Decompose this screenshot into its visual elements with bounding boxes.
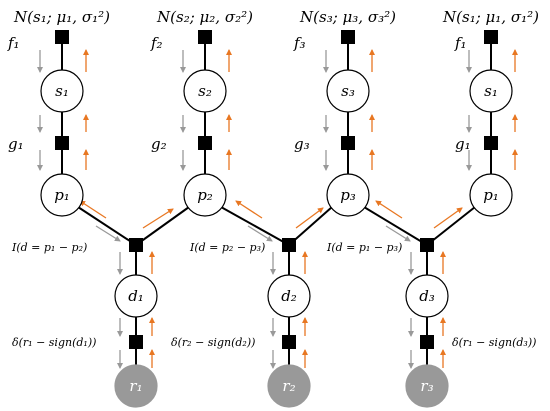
g-label: g₂ [151,135,167,153]
edge-p3-ind3 [363,206,428,246]
skill-node-4 [469,69,513,113]
edge-p2-ind2 [220,206,290,246]
delta-label: δ(r₁ − sign(d₁)) [12,336,96,349]
g-label: g₃ [294,135,310,153]
backward-arrow [142,208,174,229]
result-node-3 [405,364,449,408]
performance-label: p₁ [54,186,70,204]
outcome-factor-1 [129,335,143,349]
skill-node-2 [183,69,227,113]
difference-label: d₁ [128,287,144,305]
skill-label: s₁ [484,82,498,100]
result-node-2 [267,364,311,408]
performance-factor-2 [198,136,212,150]
delta-label: δ(r₂ − sign(d₂)) [171,336,255,349]
difference-node-2 [267,274,311,318]
skill-node-3 [326,69,370,113]
delta-label: δ(r₁ − sign(d₃)) [452,336,536,349]
skill-label: s₃ [341,82,355,100]
skill-node-1 [40,69,84,113]
performance-label: p₁ [483,186,499,204]
backward-arrow [235,200,263,219]
prior-factor-1 [55,30,69,44]
difference-node-1 [114,274,158,318]
prior-label: N(s₃; μ₃, σ₃²) [299,8,396,26]
result-label: r₁ [129,377,142,395]
edge-p3-ind2 [288,206,333,246]
difference-label: d₃ [419,287,435,305]
factor-nodes [55,30,498,349]
indicator-label: I(d = p₂ − p₃) [189,241,265,254]
forward-arrow [95,225,121,242]
variable-nodes [40,69,513,408]
forward-arrow [385,225,411,242]
edge-p1b-ind3 [426,206,476,246]
prior-label: N(s₁; μ₁, σ₁²) [13,8,110,26]
performance-factor-1 [55,136,69,150]
outcome-factor-3 [420,335,434,349]
prior-factor-3 [341,30,355,44]
edge-p2-ind1 [135,206,190,246]
backward-arrow [375,200,403,219]
result-label: r₃ [420,377,433,395]
prior-factor-4 [484,30,498,44]
performance-node-2 [183,173,227,217]
f-label: f₁ [454,34,467,52]
f-label: f₂ [150,34,163,52]
skill-label: s₁ [55,82,69,100]
performance-node-3 [326,173,370,217]
prior-label: N(s₁; μ₁, σ₁²) [442,8,539,26]
performance-label: p₂ [197,186,213,204]
backward-arrow [79,200,107,219]
result-node-1 [114,364,158,408]
indicator-label: I(d = p₁ − p₂) [11,241,87,254]
forward-arrow [247,225,273,242]
f-label: f₁ [7,34,20,52]
g-label: g₁ [455,135,471,153]
backward-arrow [433,207,463,229]
difference-factor-3 [420,238,434,252]
labels: N(s₁; μ₁, σ₁²) N(s₂; μ₂, σ₂²) N(s₃; μ₃, … [7,8,539,395]
skill-label: s₂ [198,82,212,100]
prior-factor-2 [198,30,212,44]
edge-p1-ind1 [77,206,137,246]
performance-factor-3 [341,136,355,150]
g-label: g₁ [8,135,24,153]
result-label: r₂ [282,377,295,395]
backward-arrow [295,207,324,229]
performance-factor-4 [484,136,498,150]
difference-node-3 [405,274,449,318]
difference-factor-2 [282,238,296,252]
difference-factor-1 [129,238,143,252]
performance-label: p₃ [340,186,356,204]
indicator-label: I(d = p₁ − p₃) [326,241,402,254]
f-label: f₃ [293,34,306,52]
message-arrows [37,49,518,369]
prior-label: N(s₂; μ₂, σ₂²) [156,8,253,26]
performance-node-4 [469,173,513,217]
performance-node-1 [40,173,84,217]
difference-label: d₂ [281,287,297,305]
outcome-factor-2 [282,335,296,349]
